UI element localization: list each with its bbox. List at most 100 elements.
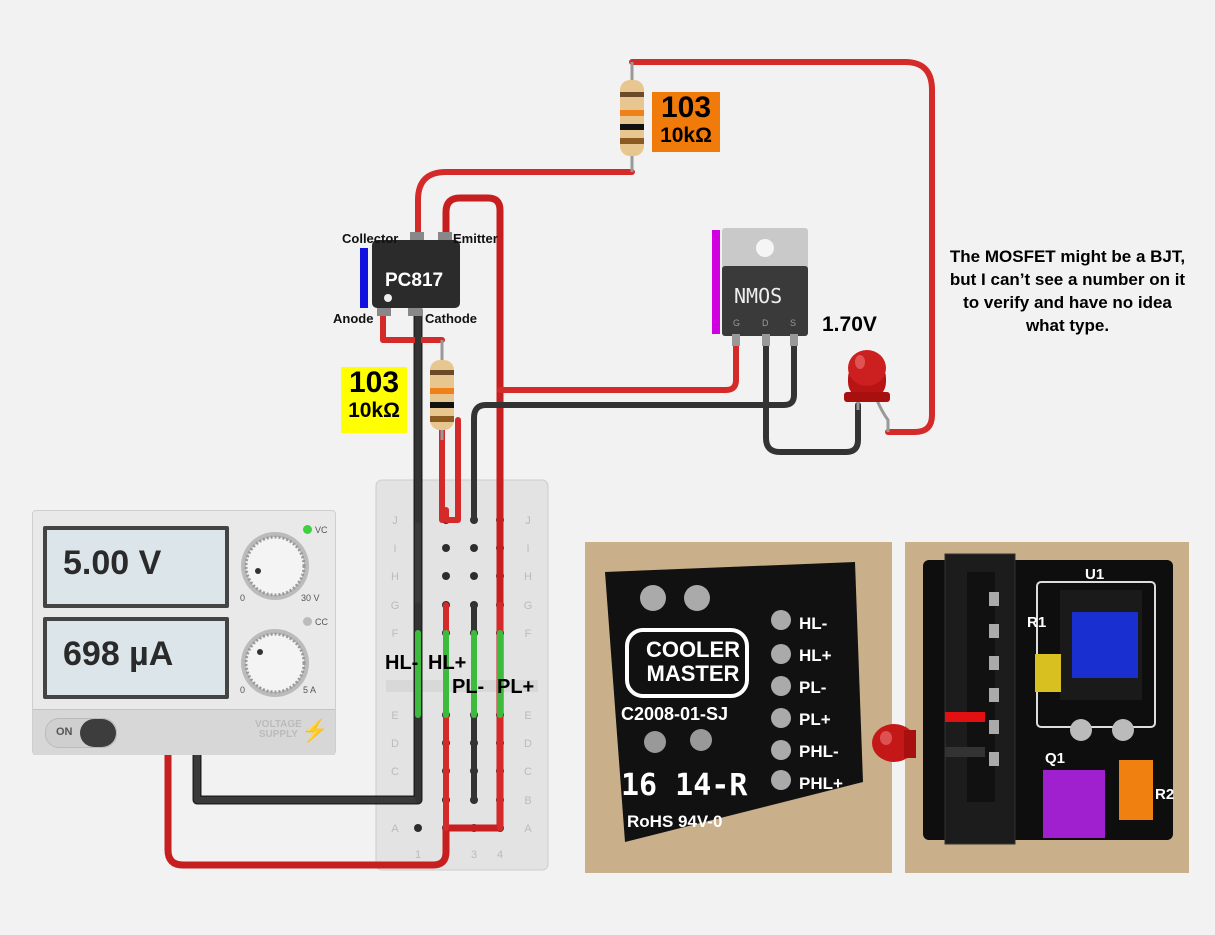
- psu-brand-line1: VOLTAGE: [255, 719, 302, 730]
- current-display: 698 µA: [43, 617, 229, 699]
- collector-pin-label: Collector: [342, 231, 399, 246]
- breadboard-row-letter: H: [391, 571, 399, 583]
- cc-label: CC: [315, 617, 328, 627]
- breadboard-row-letter: G: [391, 600, 400, 612]
- pcb-pin-hl-minus: HL-: [799, 614, 828, 633]
- wires: [164, 59, 935, 869]
- nmos-pin-d: D: [762, 318, 769, 328]
- cc-indicator: [303, 617, 312, 626]
- power-switch[interactable]: ON: [45, 718, 117, 748]
- led-voltage-label: 1.70V: [822, 313, 877, 336]
- breadboard-hole[interactable]: [414, 824, 422, 832]
- current-max-label: 5 A: [303, 685, 317, 695]
- pcb-back-photo: U1 R1 Q1 R2: [905, 542, 1189, 873]
- pcb-back-u1: U1: [1085, 566, 1105, 583]
- led: [844, 350, 890, 432]
- pcb-back-r2: R2: [1155, 786, 1175, 803]
- voltage-min-label: 0: [240, 593, 246, 603]
- nmos-pin-s: S: [790, 318, 797, 328]
- breadboard-row-letter: J: [525, 515, 531, 527]
- breadboard-row-letter: E: [391, 710, 398, 722]
- breadboard-hole[interactable]: [470, 572, 478, 580]
- pc817-part-label: PC817: [385, 270, 444, 291]
- breadboard-row-letter: F: [525, 628, 532, 640]
- pcb-pin-phl-plus: PHL+: [799, 774, 843, 793]
- cathode-pin-label: Cathode: [425, 311, 477, 326]
- pcb-part-number: C2008-01-SJ: [621, 704, 729, 724]
- breadboard-row-letter: A: [391, 823, 399, 835]
- pcb-brand-line1: COOLER: [645, 637, 741, 662]
- breadboard-row-letter: J: [392, 515, 398, 527]
- anode-pin-label: Anode: [333, 311, 374, 326]
- voltage-readout: 5.00 V: [63, 544, 162, 582]
- resistor-top-label: 103 10kΩ: [652, 92, 720, 152]
- resistor-middle-code: 103: [348, 366, 400, 399]
- resistor-top: [620, 62, 644, 172]
- pcb-back-q1: Q1: [1045, 750, 1066, 767]
- connector-pins: [989, 592, 999, 766]
- vc-label: VC: [315, 525, 328, 535]
- pcb-pin-phl-minus: PHL-: [799, 742, 839, 761]
- breadboard-row-letter: D: [391, 738, 399, 750]
- voltage-display: 5.00 V: [43, 526, 229, 608]
- vc-indicator: [303, 525, 312, 534]
- breadboard-row-letter: H: [524, 571, 532, 583]
- voltage-knob[interactable]: [238, 529, 313, 604]
- pcb-brand-line2: MASTER: [646, 661, 740, 686]
- breadboard-hole[interactable]: [442, 572, 450, 580]
- pcb-pin-pl-plus: PL+: [799, 710, 831, 729]
- pcb-pin-labels: HL- HL+ PL- PL+ PHL- PHL+: [799, 608, 843, 800]
- breadboard-row-letter: C: [524, 766, 532, 778]
- breadboard-row-letter: 3: [471, 849, 477, 861]
- pcb-front-brand: COOLER MASTER: [637, 638, 749, 686]
- breadboard-row-letter: 4: [497, 849, 503, 861]
- pc817-chip: [360, 232, 460, 316]
- resistor-top-value: 10kΩ: [660, 124, 712, 147]
- breadboard-row-letter: I: [526, 543, 529, 555]
- rail-label-hl-minus: HL-: [385, 652, 419, 674]
- lightning-icon: ⚡: [301, 718, 329, 743]
- nmos-transistor: [712, 228, 808, 346]
- pcb-date-code: 16 14-R: [621, 768, 748, 803]
- led-photo-overlay: [872, 724, 916, 762]
- resistor-middle-label: 103 10kΩ: [341, 367, 407, 433]
- pcb-front-pin-pads: [771, 610, 791, 790]
- psu-brand: VOLTAGE SUPPLY: [255, 720, 302, 740]
- pcb-rohs: RoHS 94V-0: [627, 812, 723, 831]
- breadboard-row-letter: I: [393, 543, 396, 555]
- pcb-pin-pl-minus: PL-: [799, 678, 827, 697]
- current-min-label: 0: [240, 685, 246, 695]
- breadboard-row-letter: C: [391, 766, 399, 778]
- current-knob[interactable]: [238, 626, 313, 701]
- breadboard-hole[interactable]: [470, 544, 478, 552]
- rail-label-hl-plus: HL+: [428, 652, 467, 674]
- pcb-back-board: [923, 553, 1173, 845]
- rail-label-pl-minus: PL-: [452, 676, 485, 698]
- breadboard-hole[interactable]: [442, 544, 450, 552]
- mosfet-note: The MOSFET might be a BJT, but I can’t s…: [949, 247, 1186, 335]
- breadboard-row-letter: G: [524, 600, 533, 612]
- breadboard-row-letter: B: [524, 795, 531, 807]
- emitter-pin-label: Emitter: [453, 231, 498, 246]
- resistor-middle-value: 10kΩ: [348, 399, 400, 422]
- power-switch-label: ON: [56, 726, 73, 738]
- power-switch-knob: [80, 719, 116, 747]
- resistor-middle: [430, 340, 454, 440]
- nmos-label: NMOS: [734, 284, 783, 308]
- pcb-front-board: [605, 562, 863, 842]
- breadboard-row-letter: A: [524, 823, 532, 835]
- nmos-pin-g: G: [733, 318, 741, 328]
- psu-bottom-panel: ON VOLTAGE SUPPLY ⚡: [33, 709, 335, 755]
- pcb-pin-hl-plus: HL+: [799, 646, 832, 665]
- current-readout: 698 µA: [63, 635, 174, 673]
- pcb-back-r1: R1: [1027, 614, 1047, 631]
- pcb-front-photo: COOLER MASTER C2008-01-SJ 16 14-R RoHS 9…: [585, 542, 892, 873]
- breadboard-row-letter: 1: [415, 849, 421, 861]
- rail-label-pl-plus: PL+: [497, 676, 535, 698]
- voltage-max-label: 30 V: [301, 593, 320, 603]
- breadboard-row-letter: F: [392, 628, 399, 640]
- breadboard-row-letter: D: [524, 738, 532, 750]
- resistor-top-code: 103: [660, 91, 712, 124]
